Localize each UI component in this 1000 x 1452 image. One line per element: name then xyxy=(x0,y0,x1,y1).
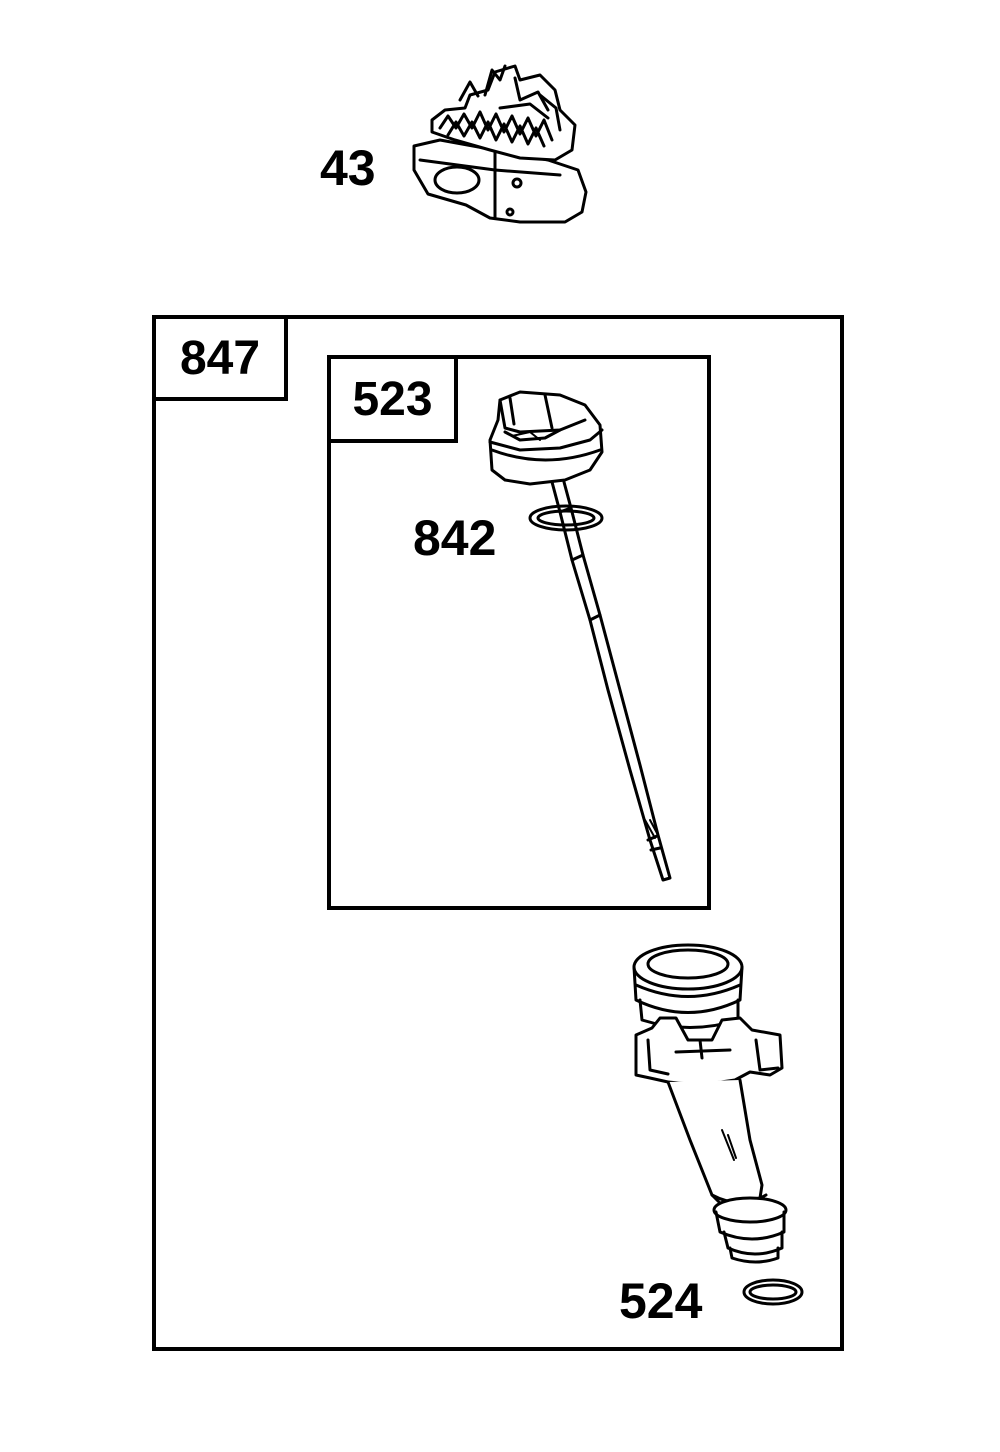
o-ring-icon xyxy=(528,504,604,532)
governor-gear-icon xyxy=(412,64,588,224)
kit-847-label: 847 xyxy=(152,315,288,401)
kit-523-label: 523 xyxy=(327,355,458,443)
dipstick-icon xyxy=(488,390,672,882)
tube-icon xyxy=(632,943,788,1264)
callout-842: 842 xyxy=(413,510,497,566)
callout-524: 524 xyxy=(619,1273,703,1329)
kit-847-frame xyxy=(152,315,844,1351)
o-ring-524-icon xyxy=(742,1278,804,1306)
kit-523-frame xyxy=(327,355,711,910)
callout-43: 43 xyxy=(320,140,376,196)
